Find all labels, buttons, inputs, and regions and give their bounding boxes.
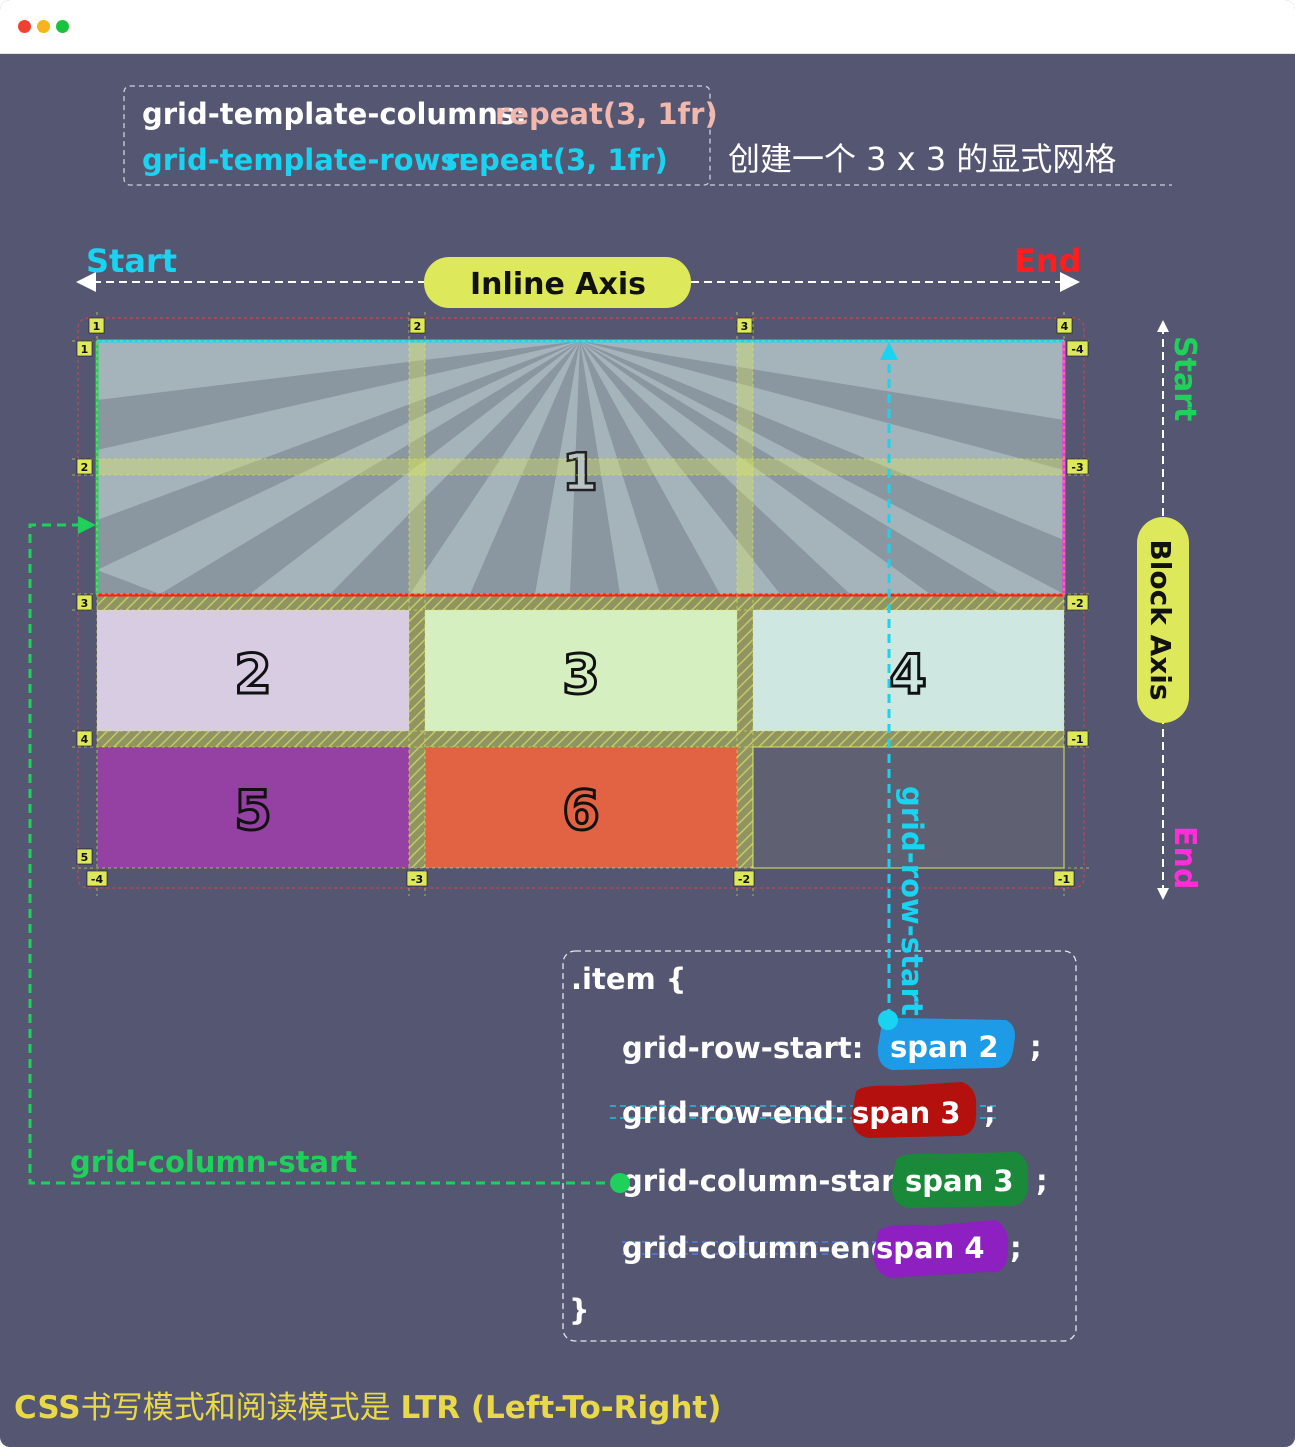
code-prop-grid-column-start: grid-column-start: <box>622 1164 921 1198</box>
grid-item-3-label: 3 <box>562 643 600 706</box>
grid-column-start-arrowhead <box>78 516 96 534</box>
inline-axis-end-label: End <box>1014 242 1082 280</box>
block-axis-pill <box>1137 517 1189 723</box>
grid-item-1-label: 1 <box>562 443 598 503</box>
close-dot-icon[interactable] <box>18 20 31 33</box>
minimize-dot-icon[interactable] <box>37 20 50 33</box>
code-close-brace: } <box>569 1293 590 1327</box>
row-line-2: 2 <box>81 461 89 474</box>
grid-row-start-dot <box>878 1010 898 1030</box>
code-prop-grid-column-end: grid-column-end: <box>622 1231 903 1265</box>
grid-item-6 <box>425 747 737 868</box>
block-axis-start-label: Start <box>1167 336 1202 421</box>
col-line-3: 3 <box>741 320 749 333</box>
template-columns-prop: grid-template-columns: <box>142 97 527 131</box>
grid-column-start-connector <box>28 523 620 1185</box>
grid-row-start-annotation: grid-row-start <box>895 786 929 1016</box>
template-columns-value: repeat(3, 1fr) <box>495 97 718 131</box>
row-line-neg-4: -4 <box>1071 343 1084 356</box>
grid-cell-empty <box>752 746 1065 869</box>
row-line-1: 1 <box>81 343 89 356</box>
col-line-2: 2 <box>414 320 422 333</box>
code-semi-row-start: ; <box>1030 1030 1042 1064</box>
grid-item-3 <box>425 610 737 731</box>
row-line-neg-1: -1 <box>1071 733 1083 746</box>
row-line-3: 3 <box>81 597 89 610</box>
code-semi-column-end: ; <box>1010 1231 1022 1265</box>
zoom-dot-icon[interactable] <box>56 20 69 33</box>
code-selector: .item { <box>571 962 686 996</box>
footer-prefix: CSS <box>14 1390 81 1426</box>
title-bar <box>0 0 1295 54</box>
block-axis-end-label: End <box>1167 826 1202 889</box>
grid-item-4-label: 4 <box>889 643 927 706</box>
footer-text: 书写模式和阅读模式是 <box>81 1390 401 1426</box>
inline-axis-start-label: Start <box>86 242 177 280</box>
inline-axis-pill <box>424 257 691 308</box>
grid-item-4 <box>753 610 1064 731</box>
code-val-grid-row-end: span 3 <box>852 1096 961 1130</box>
grid-item-6-label: 6 <box>562 779 600 842</box>
code-val-grid-column-end: span 4 <box>876 1231 985 1265</box>
item-code-box <box>562 950 1077 1342</box>
grid-row-start-arrowhead <box>880 342 898 360</box>
span-badge-column-start <box>891 1152 1029 1208</box>
template-rows-value: repeat(3, 1fr) <box>445 143 668 177</box>
footer-suffix: LTR (Left-To-Right) <box>400 1390 721 1426</box>
code-semi-column-start: ; <box>1036 1164 1048 1198</box>
code-semi-row-end: ; <box>984 1096 996 1130</box>
row-line-neg-2: -2 <box>1071 597 1083 610</box>
span-badge-row-end <box>851 1082 977 1138</box>
template-code-box <box>123 85 711 186</box>
grid-item-5 <box>97 747 409 868</box>
col-line-neg-2: -2 <box>738 873 750 886</box>
grid-container <box>77 317 1085 889</box>
grid-column-start-dot <box>610 1173 630 1193</box>
row-line-4: 4 <box>81 733 89 746</box>
template-rows-prop: grid-template-rows: <box>142 143 469 177</box>
footer-note: CSS书写模式和阅读模式是 LTR (Left-To-Right) <box>14 1390 721 1426</box>
code-prop-grid-row-start: grid-row-start: <box>622 1031 863 1065</box>
col-line-1: 1 <box>93 320 101 333</box>
grid-item-2 <box>97 610 409 731</box>
span-badge-row-start <box>877 1018 1015 1070</box>
col-line-neg-4: -4 <box>91 873 104 886</box>
inline-axis-label: Inline Axis <box>470 267 646 302</box>
span-badge-column-end <box>873 1220 1009 1278</box>
row-gap-3 <box>97 731 1064 747</box>
header-caption: 创建一个 3 x 3 的显式网格 <box>728 140 1116 178</box>
col-line-neg-1: -1 <box>1058 873 1070 886</box>
grid-item-5-label: 5 <box>234 779 272 842</box>
grid-column-start-annotation: grid-column-start <box>70 1145 357 1179</box>
code-prop-grid-row-end: grid-row-end: <box>622 1096 846 1130</box>
row-line-neg-3: -3 <box>1071 461 1083 474</box>
grid-item-2-label: 2 <box>234 643 272 706</box>
block-axis-label: Block Axis <box>1144 539 1177 700</box>
code-val-grid-row-start: span 2 <box>890 1030 999 1064</box>
row-gap-2 <box>97 594 1064 610</box>
code-val-grid-column-start: span 3 <box>905 1164 1014 1198</box>
col-line-neg-3: -3 <box>411 873 423 886</box>
col-line-4: 4 <box>1061 320 1069 333</box>
row-line-5: 5 <box>81 851 89 864</box>
